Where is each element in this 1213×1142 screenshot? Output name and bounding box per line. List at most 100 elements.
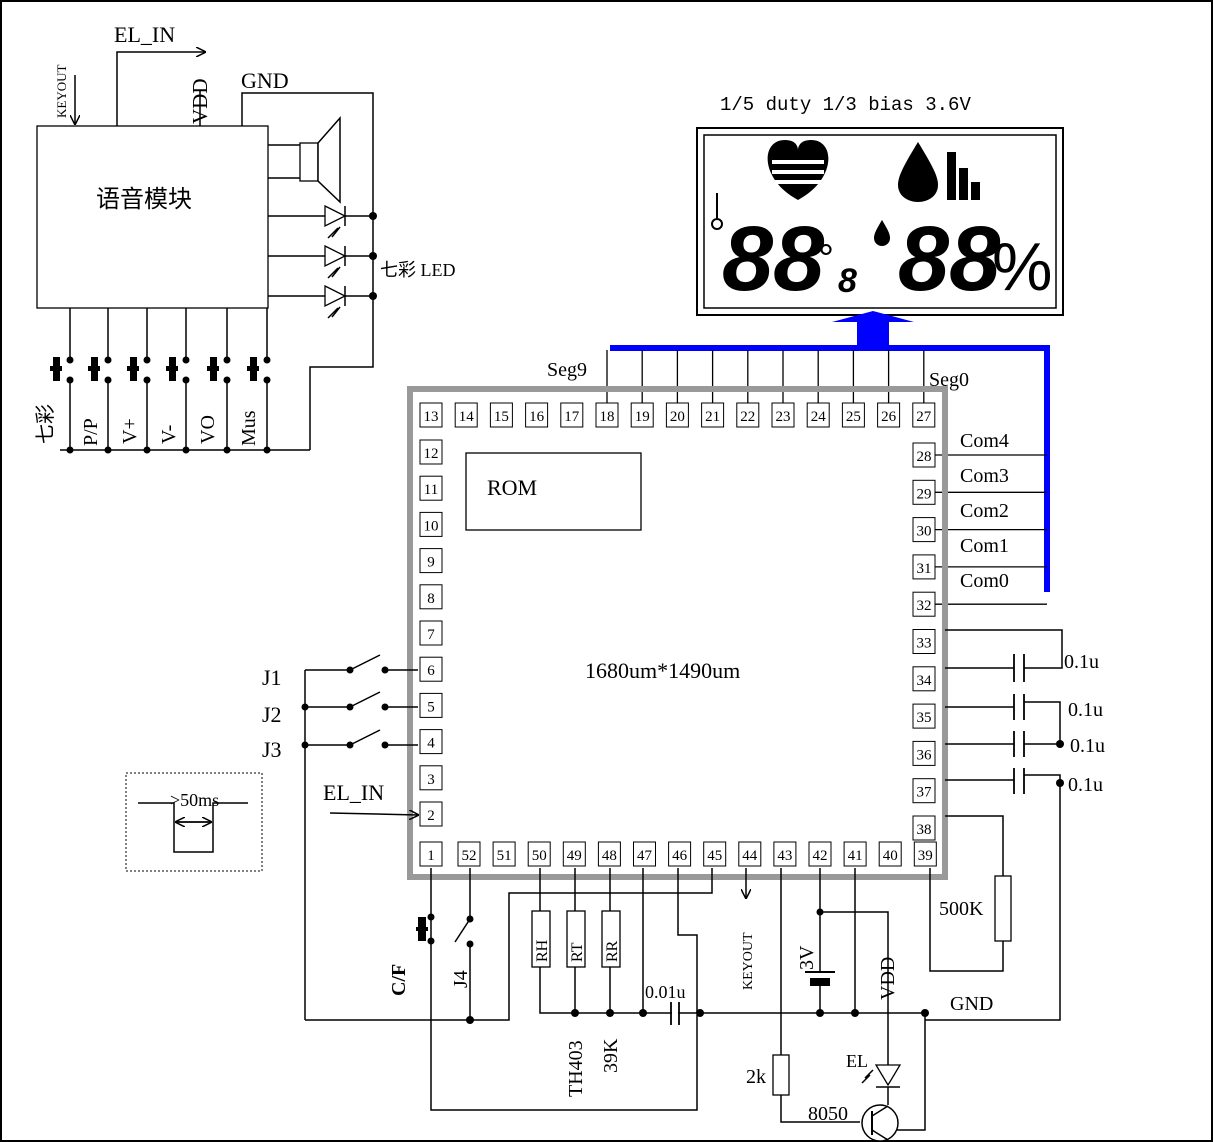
j4-label: J4 bbox=[450, 970, 472, 988]
com3-label: Com3 bbox=[960, 465, 1009, 487]
chip-pin-label: 7 bbox=[427, 627, 435, 643]
chip-pin-label: 42 bbox=[813, 848, 828, 864]
chip-pin: 37 bbox=[912, 778, 936, 804]
chip-pin: 29 bbox=[912, 479, 936, 505]
chip-pin: 35 bbox=[912, 703, 936, 729]
speaker-icon bbox=[268, 116, 341, 204]
cap-label-3: 0.1u bbox=[1070, 735, 1105, 757]
bottom-gnd-label: GND bbox=[950, 993, 993, 1015]
chip-pin: 19 bbox=[630, 402, 654, 428]
chip-pin: 34 bbox=[912, 666, 936, 692]
chip-pin-label: 25 bbox=[846, 409, 861, 425]
chip-pin: 30 bbox=[912, 517, 936, 543]
r500k-label: 500K bbox=[939, 898, 984, 920]
chip-pin: 16 bbox=[525, 402, 549, 428]
chip-pin-label: 10 bbox=[424, 518, 439, 534]
chip-pin-label: 24 bbox=[811, 409, 827, 425]
chip-pin-label: 21 bbox=[705, 409, 720, 425]
chip-pin: 36 bbox=[912, 740, 936, 766]
btn-label-vplus: V+ bbox=[119, 418, 141, 444]
chip-pin: 9 bbox=[419, 548, 443, 574]
chip-pin-label: 36 bbox=[917, 747, 933, 763]
voice-gnd-label: GND bbox=[241, 68, 289, 93]
led-label: 七彩 LED bbox=[380, 260, 456, 280]
cap-label-4: 0.1u bbox=[1068, 774, 1103, 796]
com2-label: Com2 bbox=[960, 500, 1009, 522]
lcd-bus-arrow bbox=[832, 311, 914, 348]
chip-pin: 45 bbox=[703, 841, 727, 867]
chip-pin: 20 bbox=[665, 402, 689, 428]
j1-label: J1 bbox=[262, 665, 282, 690]
lcd-percent: % bbox=[992, 229, 1052, 305]
cap001-label: 0.01u bbox=[645, 982, 686, 1002]
rh-label: RH bbox=[534, 939, 551, 962]
resistor-500k: 500K bbox=[929, 815, 1012, 972]
lcd-frame-inner bbox=[703, 134, 1057, 309]
signal-bars-icon bbox=[947, 152, 980, 200]
chip-pin-label: 51 bbox=[497, 848, 512, 864]
chip-pin: 12 bbox=[419, 439, 443, 465]
chip-pin-label: 23 bbox=[776, 409, 791, 425]
rr-label: RR bbox=[604, 940, 621, 962]
rom-label: ROM bbox=[487, 475, 537, 500]
chip-pin: 40 bbox=[878, 841, 902, 867]
r39k-label: 39K bbox=[600, 1038, 622, 1073]
chip-pin: 31 bbox=[912, 554, 936, 580]
chip-pin-label: 16 bbox=[529, 409, 545, 425]
com1-label: Com1 bbox=[960, 535, 1009, 557]
chip-pin: 46 bbox=[668, 841, 692, 867]
chip-pin-label: 29 bbox=[917, 486, 932, 502]
transistor-label: 8050 bbox=[808, 1103, 848, 1125]
chip-pin-label: 14 bbox=[459, 409, 475, 425]
chip-pin: 41 bbox=[843, 841, 867, 867]
chip-pin: 17 bbox=[560, 402, 584, 428]
lcd-small-digit: 8 bbox=[838, 262, 857, 300]
chip-pin: 14 bbox=[454, 402, 478, 428]
pulse-timing-box: >50ms bbox=[125, 772, 263, 872]
j3-label: J3 bbox=[262, 737, 282, 762]
chip-pin-label: 8 bbox=[427, 591, 435, 607]
chip-size-label: 1680um*1490um bbox=[585, 658, 740, 683]
cf-label: C/F bbox=[388, 964, 410, 996]
chip-pin: 44 bbox=[738, 841, 762, 867]
chip-pin-label: 28 bbox=[917, 449, 932, 465]
chip-pin-label: 33 bbox=[917, 636, 932, 652]
chip-pin-label: 4 bbox=[427, 736, 435, 752]
chip-pin-label: 45 bbox=[707, 848, 722, 864]
el-label: EL bbox=[846, 1051, 868, 1071]
chip-pin: 5 bbox=[419, 692, 443, 718]
push-button-icon bbox=[207, 356, 231, 454]
chip-pin: 24 bbox=[806, 402, 830, 428]
chip-pin-label: 9 bbox=[427, 555, 435, 571]
rt-label: RT bbox=[569, 942, 586, 962]
chip-pin-label: 6 bbox=[427, 663, 435, 679]
chip-pin-label: 44 bbox=[742, 848, 758, 864]
lcd-digits-left: 88 bbox=[722, 208, 825, 310]
chip-pin-label: 52 bbox=[462, 848, 477, 864]
chip-pin-label: 43 bbox=[777, 848, 792, 864]
chip-pin: 10 bbox=[419, 511, 443, 537]
th403-label: TH403 bbox=[565, 1040, 587, 1097]
cap-label-2: 0.1u bbox=[1068, 699, 1103, 721]
el-in-label: EL_IN bbox=[323, 780, 384, 805]
seg0-label: Seg0 bbox=[929, 369, 969, 391]
chip-pin-label: 13 bbox=[424, 409, 439, 425]
chip-pin: 42 bbox=[808, 841, 832, 867]
btn-label-mus: Mus bbox=[238, 410, 260, 446]
voice-el-in-label: EL_IN bbox=[114, 22, 175, 47]
chip-pin: 25 bbox=[841, 402, 865, 428]
chip-pin: 11 bbox=[419, 475, 443, 501]
btn-label-vminus: V- bbox=[158, 425, 180, 444]
push-button-icon bbox=[166, 356, 190, 454]
chip-pin: 28 bbox=[912, 442, 936, 468]
chip-pin-label: 12 bbox=[424, 446, 439, 462]
chip-pin: 22 bbox=[736, 402, 760, 428]
voice-keyout-label: KEYOUT bbox=[54, 65, 69, 118]
chip-pin-label: 47 bbox=[637, 848, 653, 864]
chip-pin: 2 bbox=[419, 801, 443, 827]
chip-pin: 4 bbox=[419, 729, 443, 755]
voice-module: 语音模块 KEYOUT EL_IN VDD GND bbox=[34, 22, 456, 454]
pulse-label: >50ms bbox=[170, 790, 219, 810]
chip-pin-label: 18 bbox=[600, 409, 615, 425]
